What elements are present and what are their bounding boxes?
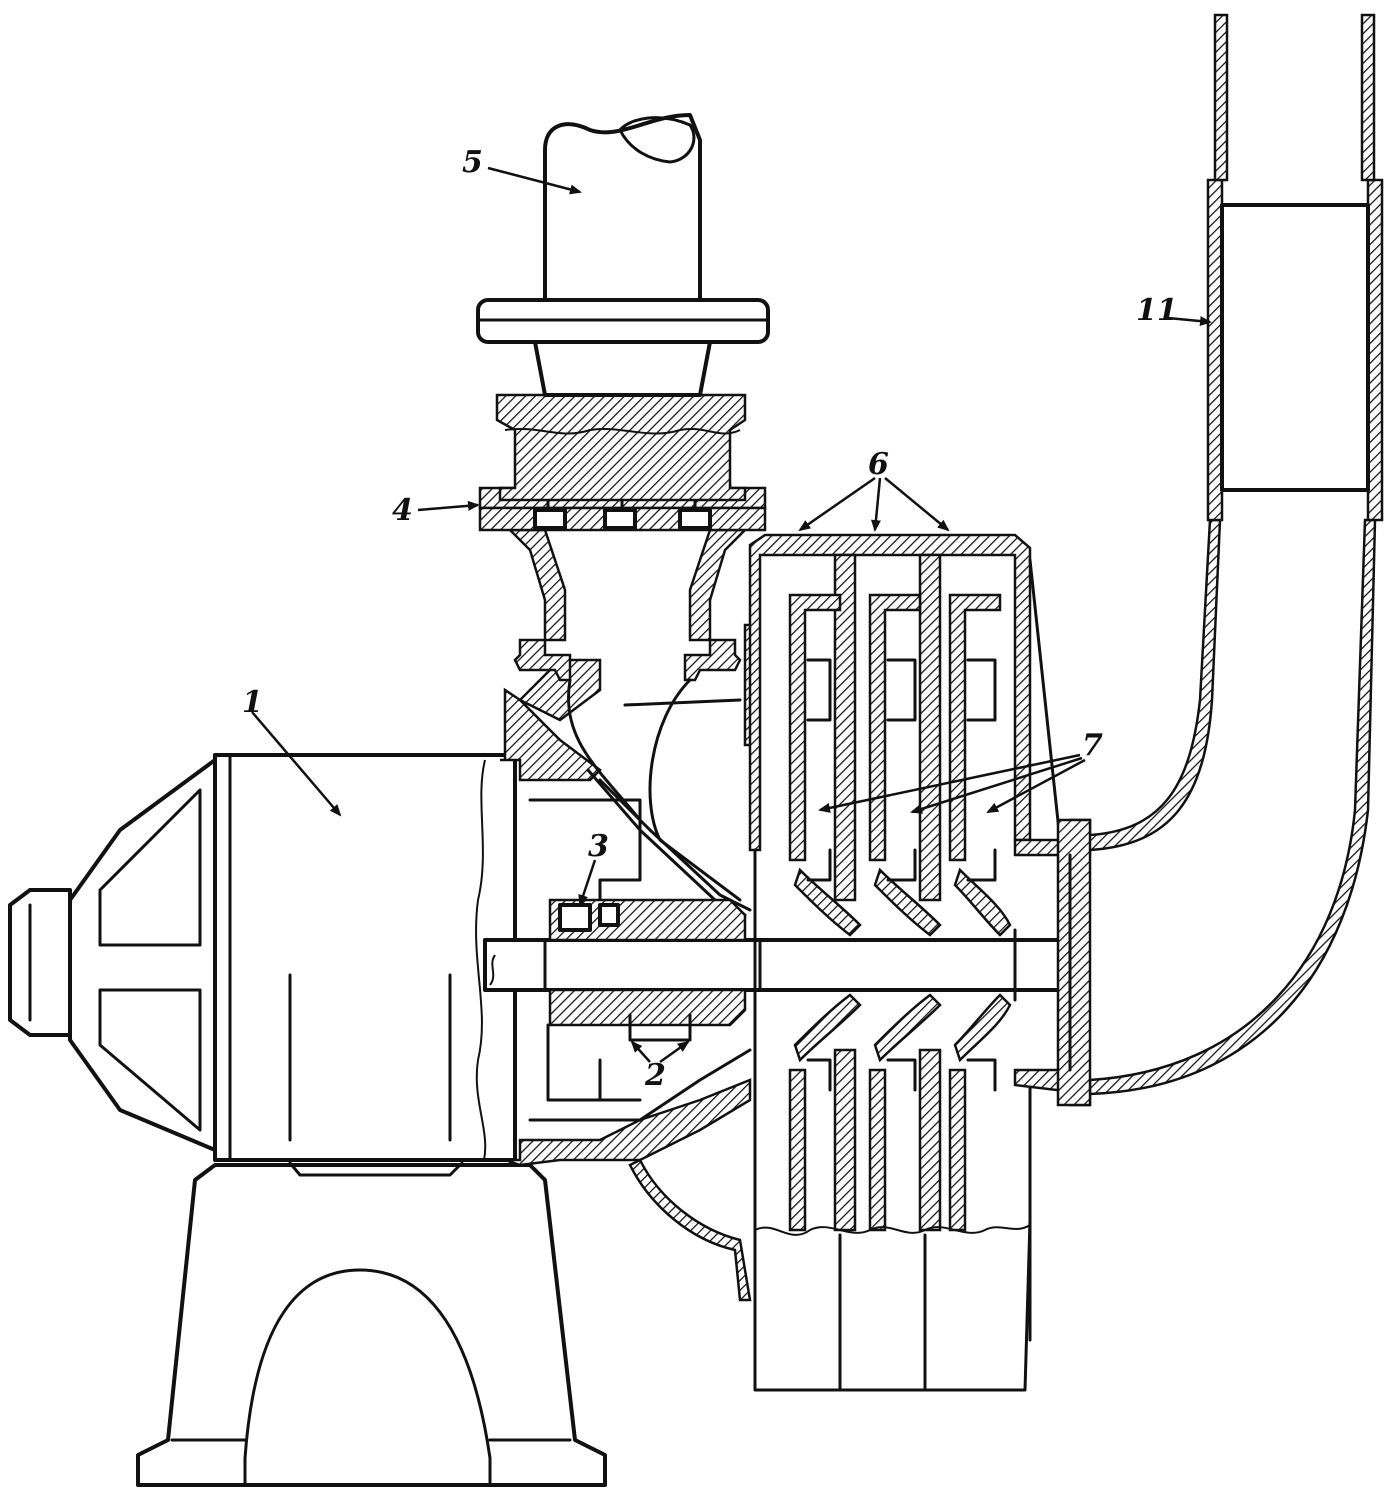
label-motor: 1 [242,685,263,720]
motor-housing [8,753,517,1162]
label-discharge-pipe: 11 [1136,293,1178,328]
label-strainer-flange: 4 [392,493,413,528]
inlet-elbow [506,528,749,902]
bearing-housing [546,898,747,1102]
discharge-pipe [1013,13,1384,1107]
label-seal: 2 [644,1058,666,1093]
motor-pedestal [136,1161,607,1487]
shaft [483,928,1067,1002]
inlet-pipe [476,113,770,502]
callout-arrows [251,166,1212,1064]
pump-casing [500,623,759,1302]
label-diaphragms: 6 [868,447,889,482]
label-inlet-pipe: 5 [462,145,483,180]
stage-housing [748,533,1062,1392]
label-bearing: 3 [588,829,609,864]
label-impellers: 7 [1082,728,1103,763]
